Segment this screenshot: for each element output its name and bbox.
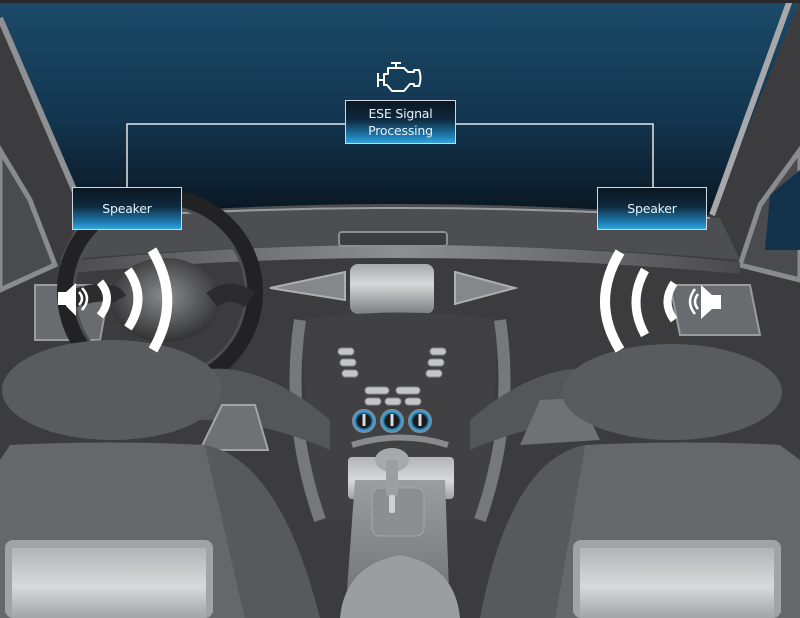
- connector-lines: [126, 123, 654, 187]
- processor-label-line1: ESE Signal: [368, 106, 433, 121]
- engine-icon: [377, 62, 422, 92]
- left-speaker-label: Speaker: [102, 201, 152, 216]
- right-speaker-label: Speaker: [627, 201, 677, 216]
- right-speaker-box: Speaker: [597, 187, 707, 230]
- processor-label-line2: Processing: [368, 123, 433, 138]
- right-speaker-sound-icon: [600, 249, 721, 353]
- left-speaker-sound-icon: [58, 247, 173, 353]
- left-speaker-box: Speaker: [72, 187, 182, 230]
- ese-signal-processing-box: ESE Signal Processing: [345, 100, 456, 144]
